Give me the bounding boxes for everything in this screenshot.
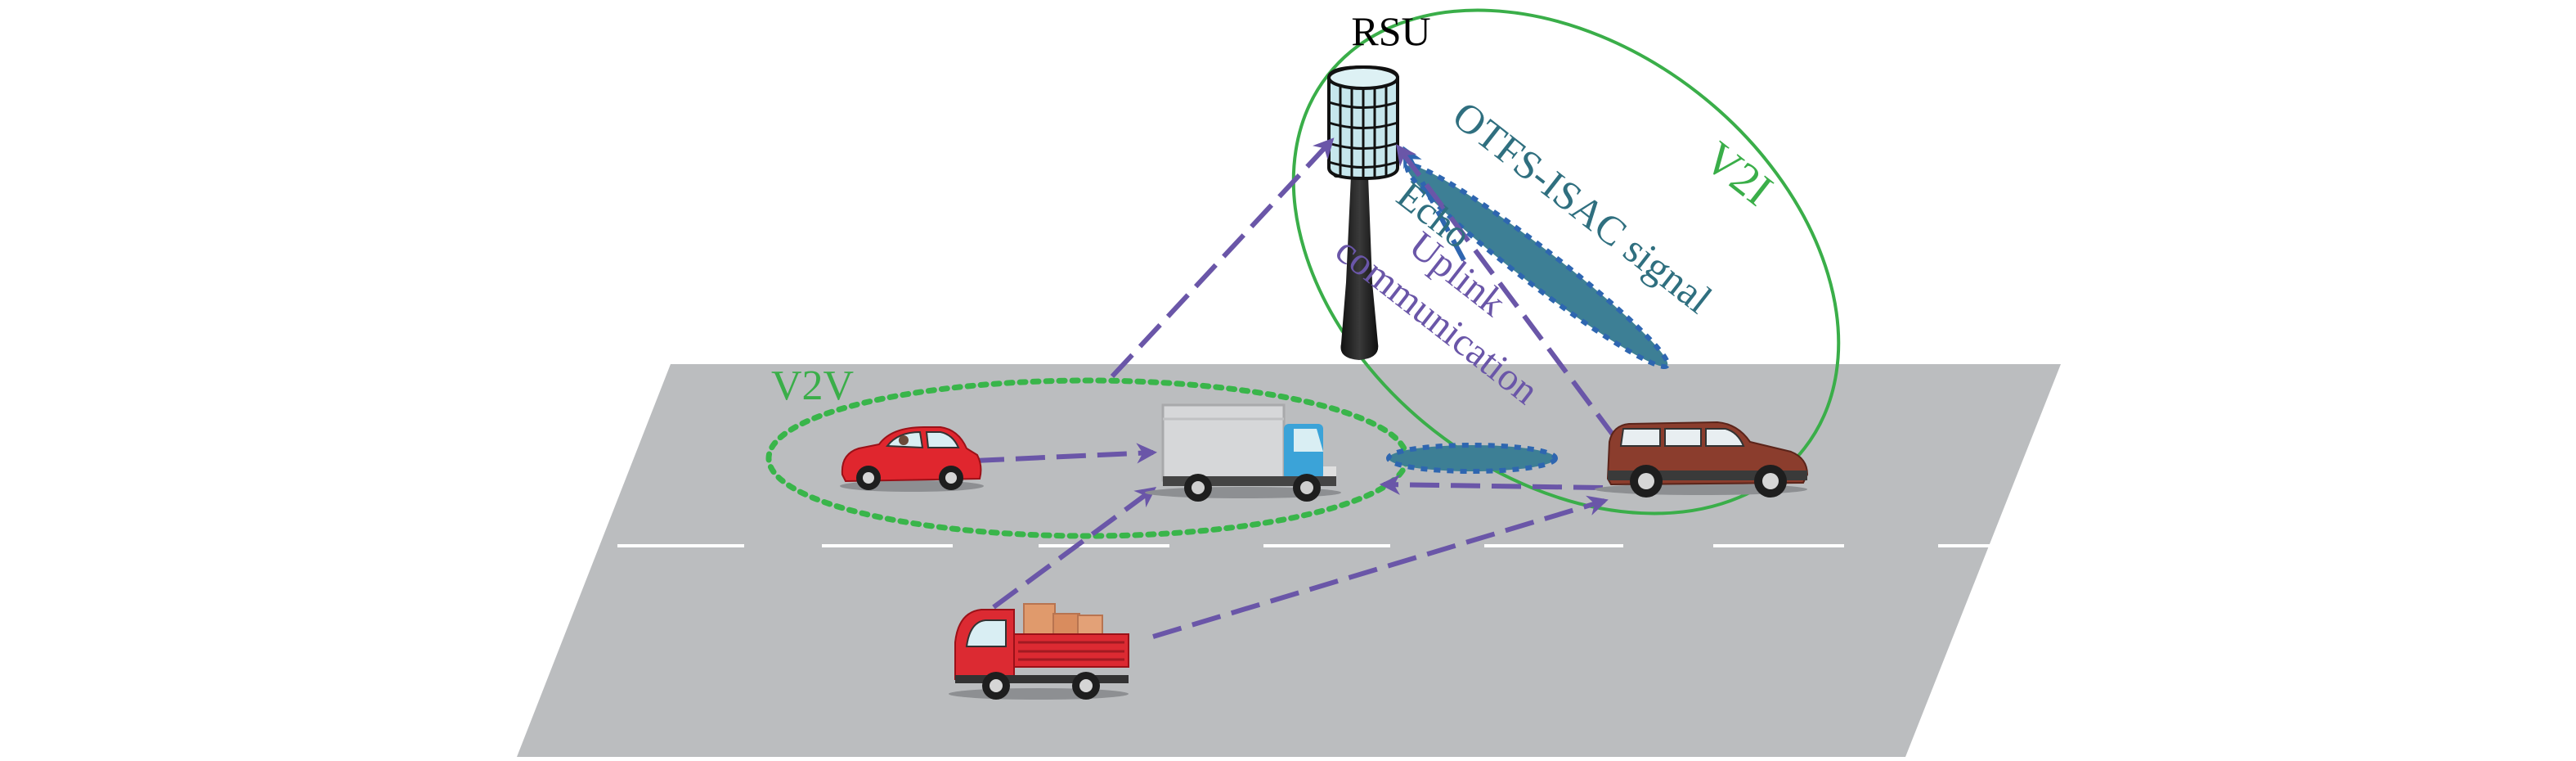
suv-icon [1595, 421, 1809, 498]
link-car-to-truck [974, 443, 1158, 464]
link-cargo-to-truck [992, 487, 1157, 610]
road-surface [517, 364, 2061, 757]
v2v-label: V2V [771, 362, 854, 409]
v2i-label: V2I [1694, 132, 1782, 215]
cargo-truck-icon [949, 603, 1129, 700]
communication-links [974, 137, 1609, 639]
rsu-antenna-panel [1327, 65, 1399, 181]
rsu-tower-icon [1327, 65, 1399, 360]
rsu-label: RSU [1351, 8, 1430, 54]
link-cargo-to-suv [1152, 495, 1609, 639]
link-suv-to-truck [1379, 474, 1604, 495]
box-truck-icon [1145, 403, 1341, 502]
link-truck-to-rsu [1110, 137, 1335, 379]
red-car-icon [840, 426, 984, 492]
uplink-communication-arrow [1395, 143, 1618, 439]
